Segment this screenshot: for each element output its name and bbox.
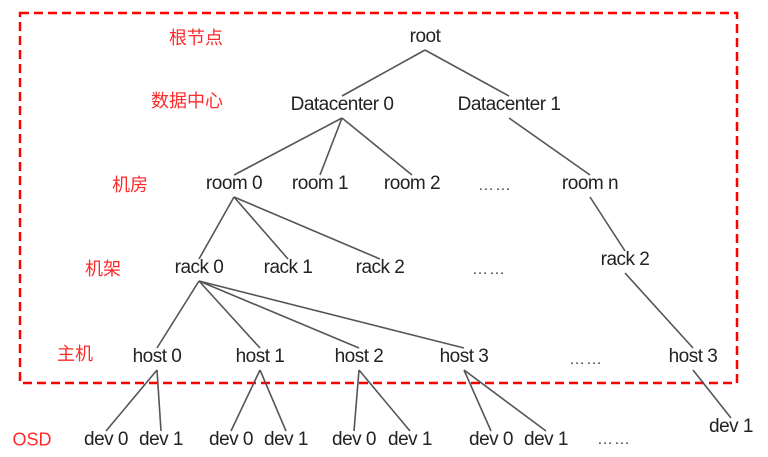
- level-label-root: 根节点: [169, 28, 223, 48]
- edge-host3b-h3bd1: [692, 369, 732, 419]
- edge-room0-rack0: [198, 196, 235, 260]
- edge-dc1-roomn: [508, 117, 591, 176]
- ellipsis-osds: ……: [597, 431, 631, 448]
- node-host2-dev-0: dev 0: [332, 429, 376, 450]
- edge-rack0-host2: [198, 280, 360, 349]
- node-room-1: room 1: [291, 173, 349, 194]
- node-root: root: [409, 26, 441, 47]
- node-rack-2-room-n: rack 2: [600, 249, 650, 270]
- node-host0-dev-0: dev 0: [84, 429, 128, 450]
- ellipsis-racks: ……: [472, 261, 506, 278]
- edge-host3a-h3d0: [463, 369, 492, 432]
- edge-dc0-room2: [341, 117, 413, 176]
- edge-dc0-room0: [233, 117, 343, 176]
- edge-host1-h1d1: [259, 369, 287, 432]
- node-room-n: room n: [561, 173, 619, 194]
- edge-rack0-host3a: [198, 280, 465, 349]
- level-label-room: 机房: [112, 175, 148, 195]
- ellipsis-hosts: ……: [569, 351, 603, 368]
- edge-host2-h2d1: [358, 369, 411, 432]
- node-host1-dev-0: dev 0: [209, 429, 253, 450]
- edge-host0-h0d1: [156, 369, 162, 432]
- edge-roomn-rack2b: [589, 196, 626, 252]
- edge-dc0-room1: [319, 117, 343, 176]
- edge-rack0-host0: [156, 280, 200, 349]
- edge-rack0-host1: [198, 280, 261, 349]
- node-rack-0: rack 0: [174, 257, 224, 278]
- edge-host3a-h3d1: [463, 369, 547, 432]
- node-host-1: host 1: [235, 346, 285, 367]
- edge-host2-h2d0: [353, 369, 360, 432]
- edge-host0-h0d0: [105, 369, 158, 432]
- edge-room0-rack2a: [233, 196, 381, 260]
- node-datacenter-0: Datacenter 0: [290, 94, 394, 115]
- node-host-2: host 2: [334, 346, 384, 367]
- node-host1-dev-1: dev 1: [264, 429, 308, 450]
- level-label-datacenter: 数据中心: [151, 91, 223, 111]
- level-label-osd: OSD: [12, 429, 52, 450]
- node-room-2: room 2: [383, 173, 441, 194]
- node-host-3-rack-2: host 3: [668, 346, 718, 367]
- edge-host1-h1d0: [230, 369, 261, 432]
- edge-room0-rack1: [233, 196, 289, 260]
- node-room-0: room 0: [205, 173, 263, 194]
- node-host2-dev-1: dev 1: [388, 429, 432, 450]
- node-host-3: host 3: [439, 346, 489, 367]
- node-host3-dev-1: dev 1: [524, 429, 568, 450]
- node-host-0: host 0: [132, 346, 182, 367]
- node-datacenter-1: Datacenter 1: [457, 94, 561, 115]
- node-host3b-dev-1: dev 1: [709, 416, 753, 437]
- node-rack-2: rack 2: [355, 257, 405, 278]
- node-host0-dev-1: dev 1: [139, 429, 183, 450]
- edge-root-dc0: [341, 49, 426, 97]
- edge-rack2b-host3b: [624, 272, 694, 349]
- edge-root-dc1: [424, 49, 510, 97]
- bucket-boundary: [18, 11, 739, 385]
- node-rack-1: rack 1: [263, 257, 313, 278]
- ellipsis-rooms: ……: [478, 177, 512, 194]
- node-host3-dev-0: dev 0: [469, 429, 513, 450]
- level-label-rack: 机架: [85, 259, 121, 279]
- level-label-host: 主机: [57, 344, 93, 364]
